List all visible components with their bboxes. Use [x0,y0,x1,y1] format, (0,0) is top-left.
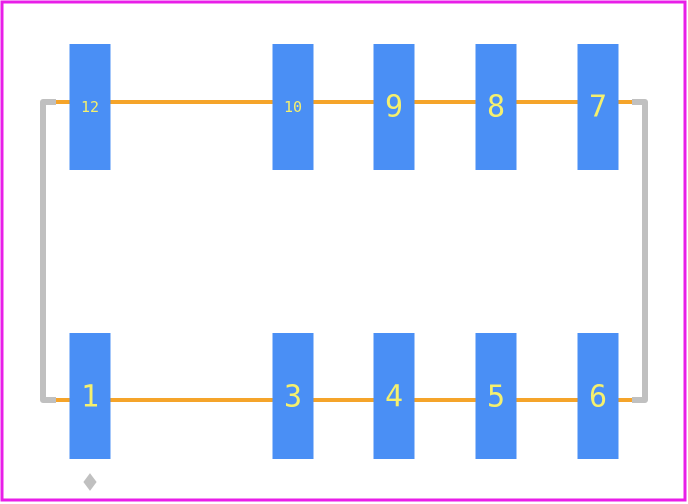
pad-3 [272,333,314,459]
pad-label-4: 4 [385,380,403,415]
pad-12 [69,44,111,170]
silkscreen-left-bracket [40,99,56,403]
pad-4 [373,333,415,459]
pad-row-bottom: 1 3 4 5 6 [69,333,619,459]
pad-9 [373,44,415,170]
silkscreen-right-bracket [632,99,648,403]
pad-6 [577,333,619,459]
pad-label-6: 6 [589,380,607,415]
pad-row-top: 12 10 9 8 7 [69,44,619,170]
pad-label-9: 9 [385,90,403,125]
pad-10 [272,44,314,170]
pad-1 [69,333,111,459]
pad-label-10: 10 [284,98,302,116]
origin-diamond-marker [83,473,97,491]
pad-label-1: 1 [81,380,99,415]
pad-5 [475,333,517,459]
silkscreen-outline [40,99,648,403]
pad-label-5: 5 [487,380,505,415]
pad-label-3: 3 [284,380,302,415]
pad-label-12: 12 [81,98,99,116]
pad-label-7: 7 [589,90,607,125]
pad-8 [475,44,517,170]
pad-7 [577,44,619,170]
pad-label-8: 8 [487,90,505,125]
